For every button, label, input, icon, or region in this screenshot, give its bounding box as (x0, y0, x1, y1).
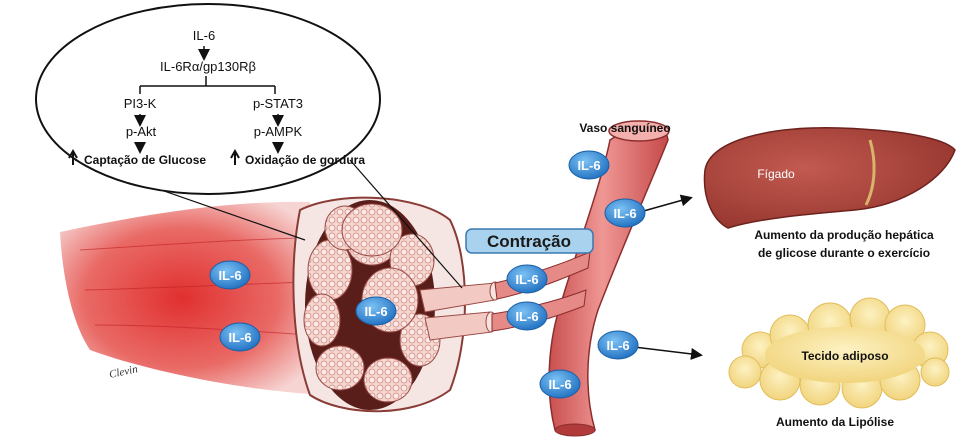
svg-text:IL-6: IL-6 (606, 338, 629, 353)
il6-badge: IL-6 (507, 302, 547, 330)
pathway-il6: IL-6 (193, 28, 215, 43)
pathway-pi3k: PI3-K (124, 96, 157, 111)
svg-text:IL-6: IL-6 (577, 158, 600, 173)
svg-text:IL-6: IL-6 (515, 309, 538, 324)
svg-text:IL-6: IL-6 (218, 268, 241, 283)
pathway-pakt: p-Akt (126, 124, 157, 139)
adipose-label: Tecido adiposo (801, 349, 888, 363)
signaling-pathway-inset: IL-6 IL-6Rα/gp130Rβ PI3-K p-Akt p-STAT3 … (36, 4, 380, 194)
il6-badge: IL-6 (598, 331, 638, 359)
artist-signature: Clevin (108, 363, 139, 381)
il6-badge: IL-6 (356, 297, 396, 325)
contraction-label: Contração (487, 232, 571, 251)
svg-text:IL-6: IL-6 (515, 272, 538, 287)
liver-label: Fígado (757, 167, 795, 181)
il6-badge: IL-6 (220, 323, 260, 351)
svg-text:IL-6: IL-6 (613, 206, 636, 221)
adipose-tissue: Tecido adiposo (729, 298, 949, 408)
il6-badge: IL-6 (540, 370, 580, 398)
arrow-to-adipose (634, 347, 700, 355)
liver-caption-line2: de glicose durante o exercício (758, 246, 930, 260)
svg-text:IL-6: IL-6 (548, 377, 571, 392)
liver: Fígado (704, 128, 955, 228)
pathway-receptor: IL-6Rα/gp130Rβ (160, 59, 256, 74)
il6-badge: IL-6 (569, 151, 609, 179)
svg-text:IL-6: IL-6 (228, 330, 251, 345)
adipose-caption: Aumento da Lipólise (776, 415, 894, 429)
liver-caption-line1: Aumento da produção hepática (754, 228, 934, 242)
skeletal-muscle (60, 202, 330, 395)
svg-text:IL-6: IL-6 (364, 304, 387, 319)
pathway-pampk: p-AMPK (254, 124, 303, 139)
pathway-pstat3: p-STAT3 (253, 96, 303, 111)
il6-badge: IL-6 (605, 199, 645, 227)
outcome-fat-oxidation: Oxidação de gordura (245, 153, 365, 167)
outcome-glucose-uptake: Captação de Glucose (84, 153, 206, 167)
arrow-to-liver (640, 198, 690, 212)
vessel-label: Vaso sanguíneo (579, 121, 670, 135)
contraction-box: Contração (466, 229, 593, 253)
il6-badge: IL-6 (210, 261, 250, 289)
il6-badge: IL-6 (507, 265, 547, 293)
